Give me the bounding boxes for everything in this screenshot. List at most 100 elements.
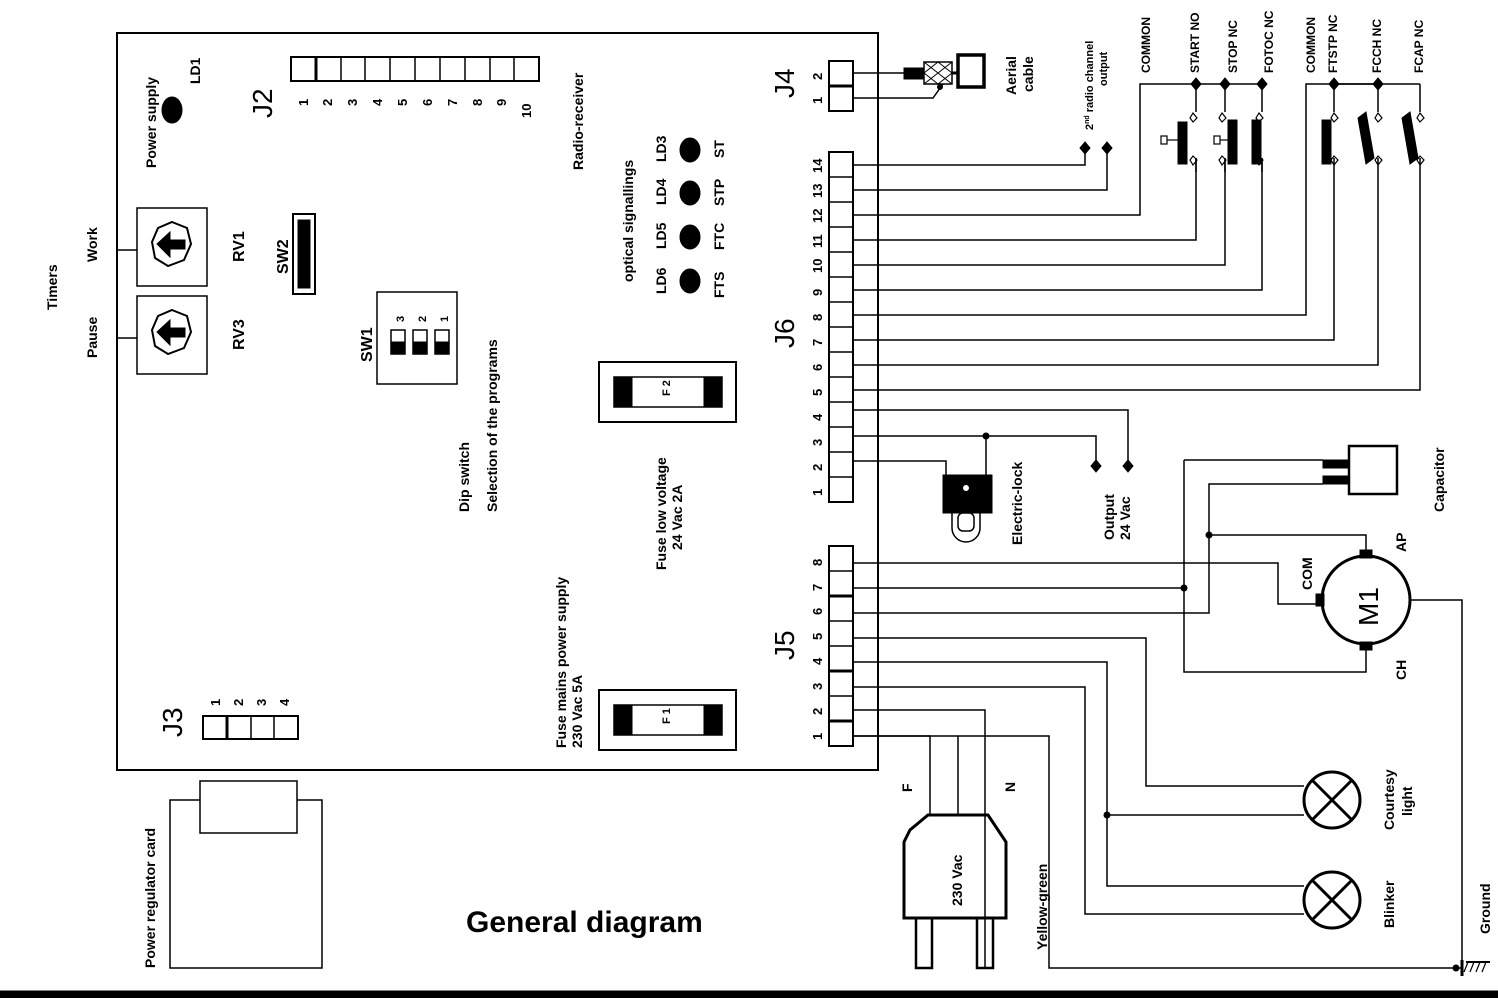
radio-receiver-label: Radio-receiver: [570, 72, 586, 170]
ground-label: Ground: [1477, 883, 1493, 934]
j6-pin: 3: [810, 439, 825, 446]
j2-pin: 5: [395, 99, 410, 106]
j6-pin: 14: [810, 158, 825, 173]
ftstp-contact: [1321, 111, 1339, 167]
sw2-switch: [292, 213, 316, 295]
sw2-label: SW2: [275, 239, 292, 274]
courtesy-label: Courtesy: [1381, 769, 1397, 830]
cable-label: cable: [1020, 56, 1036, 92]
j6-pin: 5: [810, 389, 825, 396]
j5-pin: 3: [810, 683, 825, 690]
j2-pin: 2: [320, 99, 335, 106]
j3-pin: 2: [231, 699, 246, 706]
stop-contact: [1213, 111, 1238, 167]
j5-pin: 1: [810, 733, 825, 740]
aerial-label: Aerial: [1003, 56, 1019, 95]
blinker: [1302, 870, 1362, 930]
fcap-nc-label: FCAP NC: [1412, 20, 1426, 73]
selection-programs-label: Selection of the programs: [484, 339, 500, 512]
start-contact: [1160, 111, 1198, 167]
sw1-label: SW1: [359, 327, 376, 362]
neutral-label: N: [1002, 782, 1018, 792]
output-label: Output: [1101, 494, 1117, 540]
power-regulator-card: [169, 780, 323, 969]
j6-pin: 1: [810, 489, 825, 496]
fuse-mains-label: Fuse mains power supply: [553, 577, 569, 748]
plug-voltage-label: 230 Vac: [949, 854, 965, 906]
j2-pin: 4: [370, 98, 385, 106]
fuse-f2: F 2: [598, 361, 737, 423]
ld3-label: LD3: [653, 135, 669, 162]
dip-switch-label: Dip switch: [456, 442, 472, 512]
power-regulator-label: Power regulator card: [142, 828, 158, 968]
j6-pin: 9: [810, 289, 825, 296]
timers-label: Timers: [44, 264, 60, 310]
j2-pin: 10: [519, 104, 534, 118]
fuse-low-voltage-label: Fuse low voltage: [653, 457, 669, 570]
j5-pin: 6: [810, 608, 825, 615]
output-24vac-label: 24 Vac: [1117, 496, 1133, 540]
j2-pin-labels: 1 2 3 4 5 6 7 8 9 10: [296, 98, 534, 118]
j5-pin: 7: [810, 584, 825, 591]
phase-label: F: [899, 783, 915, 792]
connector-j3: [202, 715, 299, 740]
fuse-f1-id: F 1: [661, 708, 673, 724]
fotoc-nc-label: FOTOC NC: [1262, 10, 1276, 73]
fuse-f2-id: F 2: [661, 380, 673, 396]
st-label: ST: [711, 140, 727, 158]
connector-j6: [828, 151, 854, 503]
electric-lock: [942, 474, 993, 543]
motor-m1: M1: [1315, 549, 1412, 651]
fuse-low-voltage-rating: 24 Vac 2A: [669, 485, 685, 550]
j2-pin: 9: [494, 99, 509, 106]
control-board: [116, 32, 879, 771]
capacitor: [1322, 444, 1399, 496]
yellow-green-label: Yellow-green: [1034, 864, 1050, 950]
connector-j2: [290, 56, 540, 82]
stp-label: STP: [711, 179, 727, 206]
j6-pin: 13: [810, 184, 825, 198]
common-left-label: COMMON: [1139, 17, 1153, 73]
j2-pin: 8: [470, 99, 485, 106]
blinker-label: Blinker: [1381, 880, 1397, 928]
j2-pin: 3: [345, 99, 360, 106]
work-label: Work: [84, 227, 100, 262]
j6-wiring: [853, 83, 1421, 475]
fcch-contact: [1357, 111, 1383, 167]
start-no-label: START NO: [1188, 13, 1202, 73]
connector-j5: [828, 545, 854, 747]
ftstp-nc-label: FTSTP NC: [1326, 14, 1340, 73]
ap-label: AP: [1393, 533, 1409, 552]
j5-pin: 8: [810, 559, 825, 566]
j4-pin: 1: [810, 97, 825, 104]
j5-wiring: [853, 459, 1463, 969]
radio-channel-2-label: 2nd radio channel: [1084, 41, 1096, 130]
sw1-position: 1: [439, 316, 451, 322]
ld1-label: LD1: [187, 57, 203, 84]
ld4-label: LD4: [653, 178, 669, 205]
fotoc-contact: [1251, 111, 1264, 167]
radio-channel-output-label: output: [1098, 51, 1110, 86]
diagram-title: General diagram: [466, 906, 703, 939]
j6-pin: 4: [810, 413, 825, 421]
fuse-mains-rating: 230 Vac 5A: [569, 675, 585, 748]
courtesy-light: [1302, 770, 1362, 830]
light-label: light: [1399, 786, 1415, 816]
capacitor-label: Capacitor: [1431, 447, 1447, 512]
j5-pin: 5: [810, 633, 825, 640]
j5-pin: 2: [810, 708, 825, 715]
j6-label: J6: [769, 318, 800, 348]
ld5-label: LD5: [653, 222, 669, 249]
fcap-contact: [1401, 111, 1425, 167]
j6-pin: 12: [810, 209, 825, 223]
stop-nc-label: STOP NC: [1226, 20, 1240, 73]
electric-lock-label: Electric-lock: [1009, 462, 1025, 545]
aerial-cable: [853, 53, 986, 99]
fcch-nc-label: FCCH NC: [1370, 19, 1384, 73]
ground-symbol: [1460, 960, 1490, 976]
j6-pin: 10: [810, 259, 825, 273]
j6-pin: 11: [810, 234, 825, 248]
j5-label: J5: [769, 630, 800, 660]
sw1-position: 3: [395, 316, 407, 322]
